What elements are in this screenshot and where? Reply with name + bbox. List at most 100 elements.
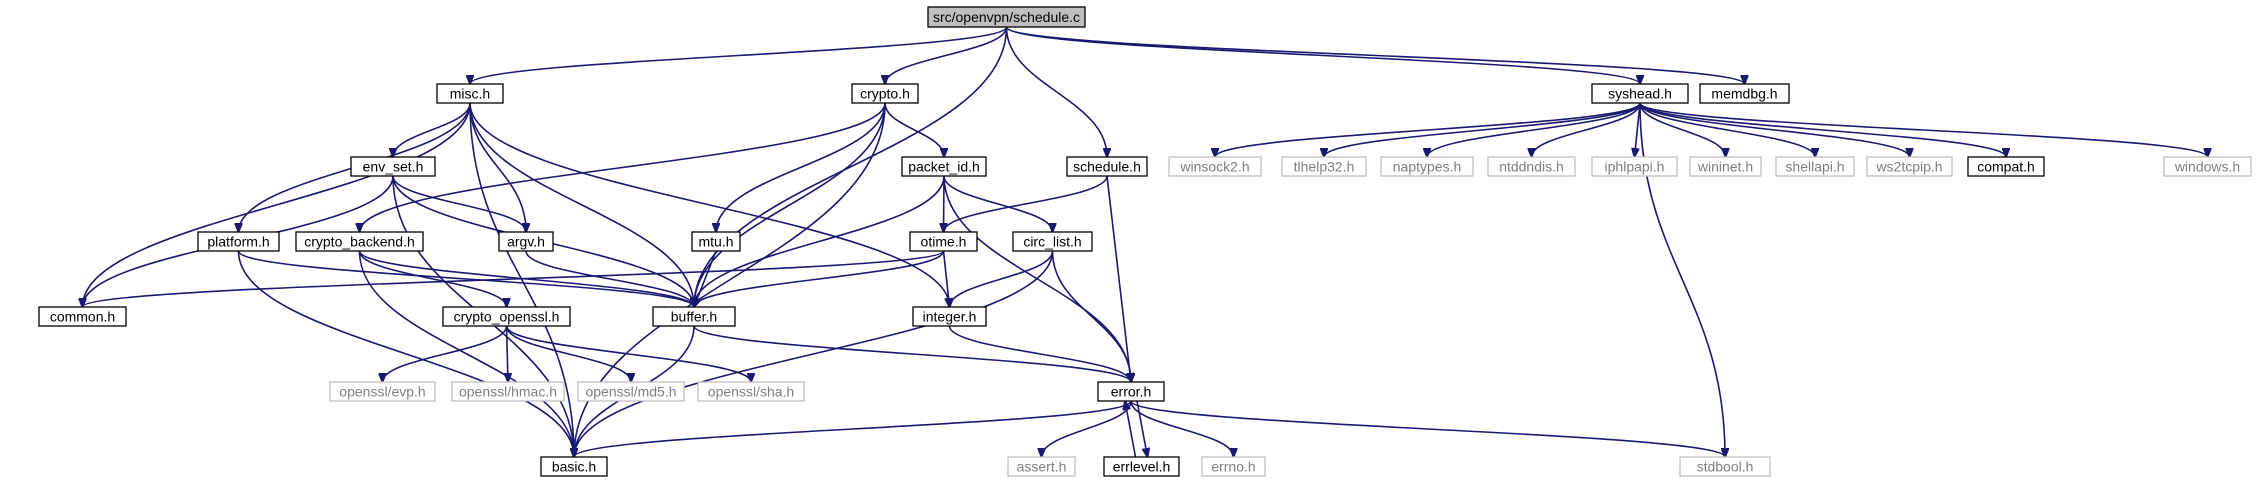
node-wininet-box [1689,156,1762,177]
node-errno-label: errno.h [1211,459,1255,475]
node-mtu[interactable]: mtu.h [691,231,741,252]
edge-otime-to-buffer [694,250,945,307]
node-platform-label: platform.h [207,234,269,250]
node-memdbg[interactable]: memdbg.h [1699,83,1790,104]
node-crypto-box [851,83,919,104]
edge-crypto-to-basic [574,102,886,457]
node-otime[interactable]: otime.h [909,231,978,252]
node-errlevel-box [1103,456,1180,477]
node-argv[interactable]: argv.h [498,231,554,252]
node-evp-label: openssl/evp.h [339,384,425,400]
node-misc[interactable]: misc.h [436,83,504,104]
node-common-label: common.h [50,309,115,325]
node-tlhelp32: tlhelp32.h [1281,156,1367,177]
node-syshead[interactable]: syshead.h [1591,83,1689,104]
node-packet_id[interactable]: packet_id.h [901,156,987,177]
node-winsock2-box [1168,156,1262,177]
node-evp-box [329,381,436,402]
edge-schedule-to-otime [944,175,1108,232]
node-errlevel[interactable]: errlevel.h [1103,456,1180,477]
node-crypto_backend-box [295,231,424,252]
node-env_set[interactable]: env_set.h [350,156,436,177]
node-shellapi: shellapi.h [1775,156,1855,177]
node-error[interactable]: error.h [1097,381,1165,402]
edge-misc-to-env_set [393,102,471,157]
node-syshead-label: syshead.h [1608,86,1672,102]
node-basic-label: basic.h [552,459,596,475]
edge-error-to-stdbool [1130,400,1725,457]
edge-error-to-basic [574,400,1132,457]
edge-crypto_openssl-to-sha [505,325,752,382]
node-winsock2: winsock2.h [1168,156,1262,177]
edge-error-to-errlevel [1136,400,1148,457]
node-wininet-label: wininet.h [1697,159,1753,175]
edge-circ_list-to-basic [574,250,1054,457]
node-iphlpapi-box [1591,156,1678,177]
node-naptypes-box [1380,156,1474,177]
node-mtu-box [691,231,741,252]
edge-syshead-to-ws2tcpip [1639,102,1910,157]
node-root[interactable]: src/openvpn/schedule.c [927,6,1086,28]
node-misc-label: misc.h [450,86,490,102]
edge-syshead-to-ntddndis [1532,102,1641,157]
edge-syshead-to-tlhelp32 [1324,102,1641,157]
node-common-box [38,306,127,327]
edge-crypto_openssl-to-evp [383,325,508,382]
node-crypto_openssl[interactable]: crypto_openssl.h [442,306,571,327]
edge-crypto-to-mtu [716,102,886,232]
node-compat-label: compat.h [1977,159,2035,175]
edge-syshead-to-iphlpapi [1635,102,1641,157]
node-crypto_openssl-box [442,306,571,327]
node-crypto[interactable]: crypto.h [851,83,919,104]
edge-crypto_backend-to-basic [358,250,575,457]
edge-packet_id-to-circ_list [943,175,1053,232]
edge-root-to-memdbg [1005,26,1745,84]
node-stdbool: stdbool.h [1679,456,1771,477]
node-crypto_backend[interactable]: crypto_backend.h [295,231,424,252]
node-buffer-box [652,306,736,327]
node-integer-box [912,306,987,327]
node-naptypes-label: naptypes.h [1393,159,1462,175]
node-otime-box [909,231,978,252]
edge-root-to-buffer [694,26,1008,307]
node-buffer[interactable]: buffer.h [652,306,736,327]
node-schedule-label: schedule.h [1073,159,1141,175]
node-iphlpapi-label: iphlpapi.h [1605,159,1665,175]
node-circ_list-label: circ_list.h [1023,234,1081,250]
node-tlhelp32-label: tlhelp32.h [1294,159,1355,175]
node-assert: assert.h [1007,456,1076,477]
node-crypto_backend-label: crypto_backend.h [304,234,415,250]
node-crypto_openssl-label: crypto_openssl.h [454,309,560,325]
node-windows: windows.h [2163,156,2252,177]
node-stdbool-box [1679,456,1771,477]
edge-integer-to-error [948,325,1132,382]
node-ws2tcpip: ws2tcpip.h [1866,156,1953,177]
node-circ_list[interactable]: circ_list.h [1012,231,1093,252]
node-sha-label: openssl/sha.h [708,384,794,400]
node-compat[interactable]: compat.h [1967,156,2045,177]
node-windows-label: windows.h [2174,159,2240,175]
node-md5-box [577,381,685,402]
edge-root-to-syshead [1005,26,1641,84]
node-ws2tcpip-box [1866,156,1953,177]
node-sha: openssl/sha.h [697,381,805,402]
edge-crypto_backend-to-crypto_openssl [358,250,507,307]
node-platform[interactable]: platform.h [197,231,280,252]
edge-platform-to-basic [237,250,575,457]
node-md5-label: openssl/md5.h [585,384,676,400]
node-basic[interactable]: basic.h [540,456,608,477]
node-integer-label: integer.h [923,309,977,325]
edge-buffer-to-error [693,325,1131,382]
node-integer[interactable]: integer.h [912,306,987,327]
node-schedule[interactable]: schedule.h [1066,156,1148,177]
node-winsock2-label: winsock2.h [1179,159,1249,175]
node-common[interactable]: common.h [38,306,127,327]
node-packet_id-box [901,156,987,177]
node-errlevel-label: errlevel.h [1113,459,1171,475]
node-wininet: wininet.h [1689,156,1762,177]
node-root-label: src/openvpn/schedule.c [933,9,1080,25]
node-env_set-label: env_set.h [363,159,424,175]
node-errno: errno.h [1201,456,1266,477]
node-error-box [1097,381,1165,402]
